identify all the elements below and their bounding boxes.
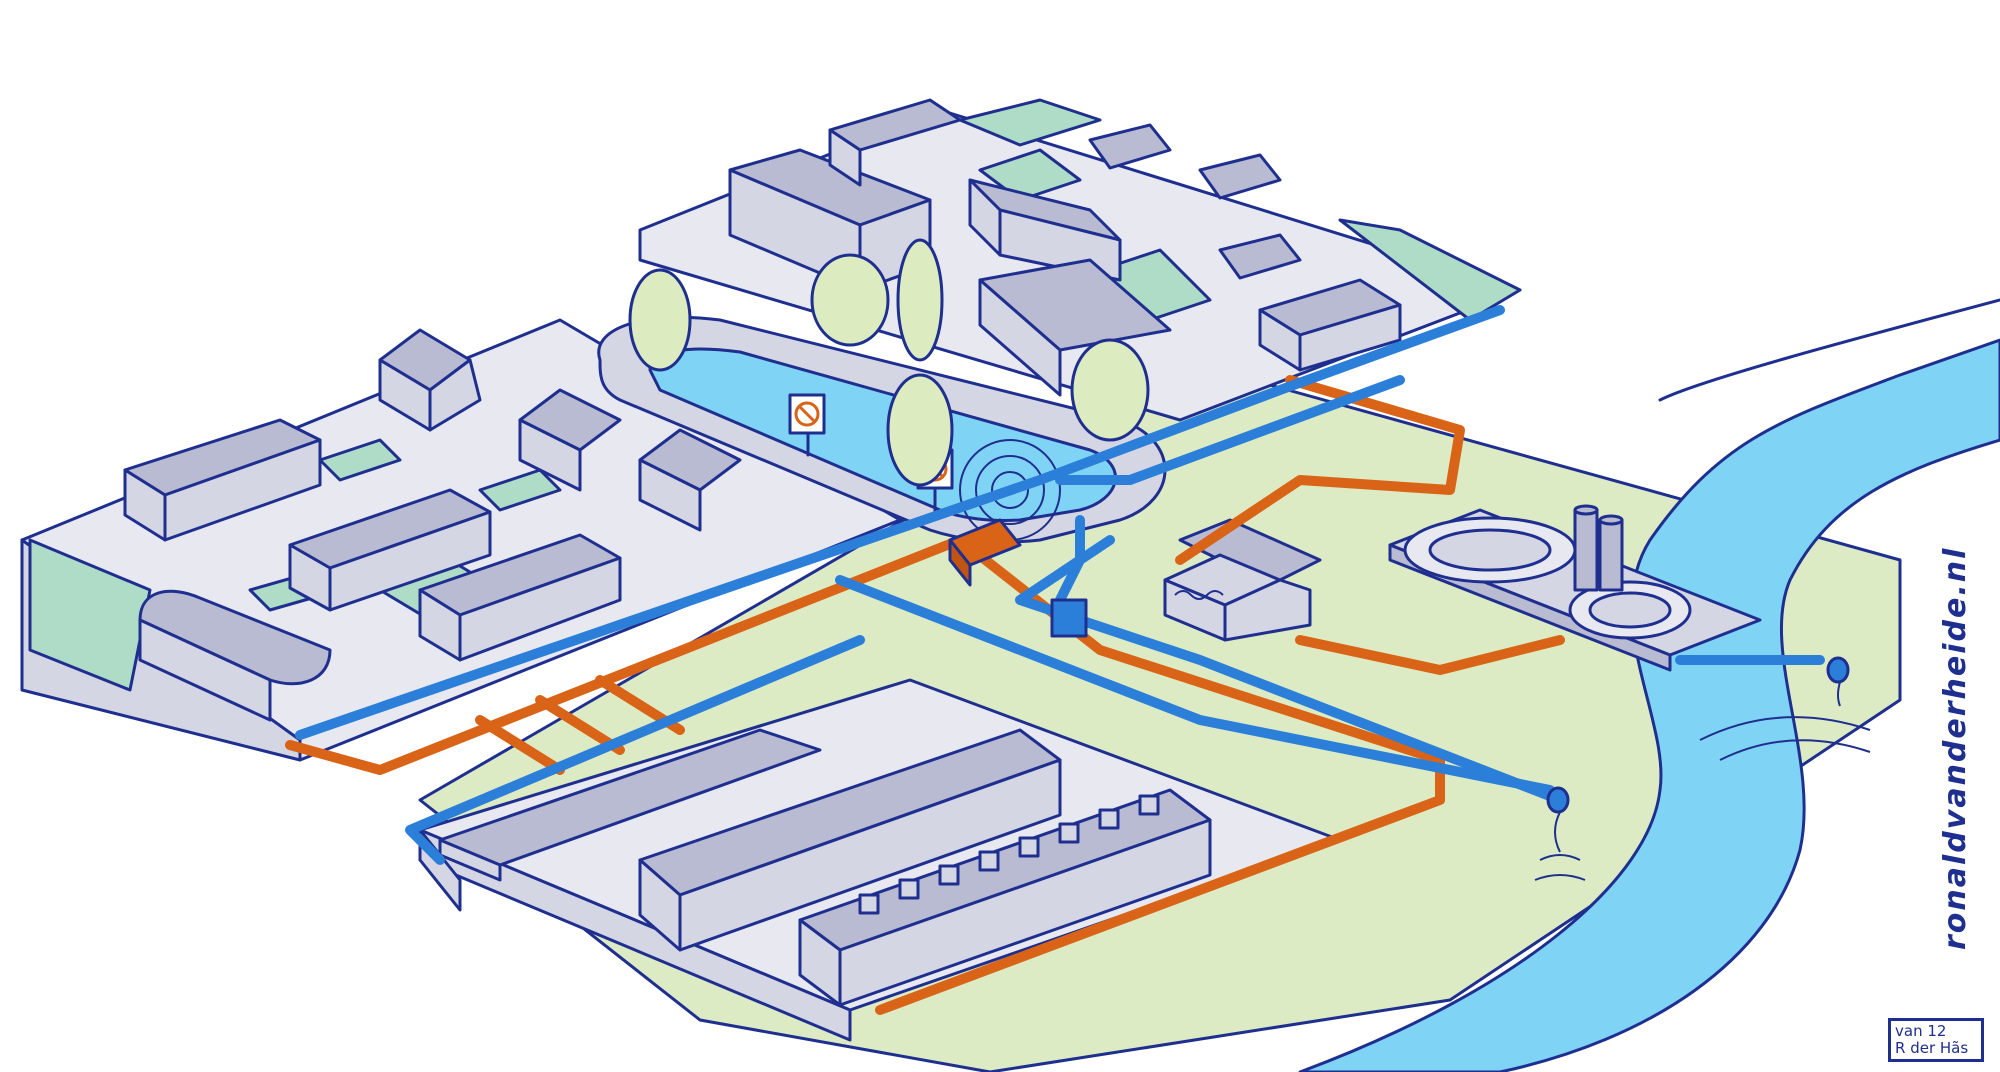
sewage-treatment-plant-icon — [1388, 504, 1762, 672]
overflow-chamber-front — [948, 538, 972, 587]
top-residential-block — [638, 98, 1522, 422]
industrial-block — [418, 678, 1342, 1042]
river-right-bank — [1658, 298, 2000, 402]
overflow-outfall-icon — [1534, 786, 1586, 881]
credit-url: ronaldvanderheide.nl — [1938, 546, 1973, 950]
trees — [628, 238, 1150, 487]
river — [1298, 338, 2000, 1072]
river-outfall-icon — [1699, 656, 1871, 761]
pump-box — [1050, 598, 1088, 638]
signature-line: R der Hãs — [1895, 1039, 1969, 1057]
signature-line: van 12 — [1895, 1022, 1947, 1040]
clean-water-pipes — [295, 305, 1825, 865]
left-block-buildings — [123, 328, 742, 722]
no-swimming-sign-icon — [788, 393, 826, 457]
artist-signature: van 12 R der Hãs — [1888, 1018, 1984, 1062]
